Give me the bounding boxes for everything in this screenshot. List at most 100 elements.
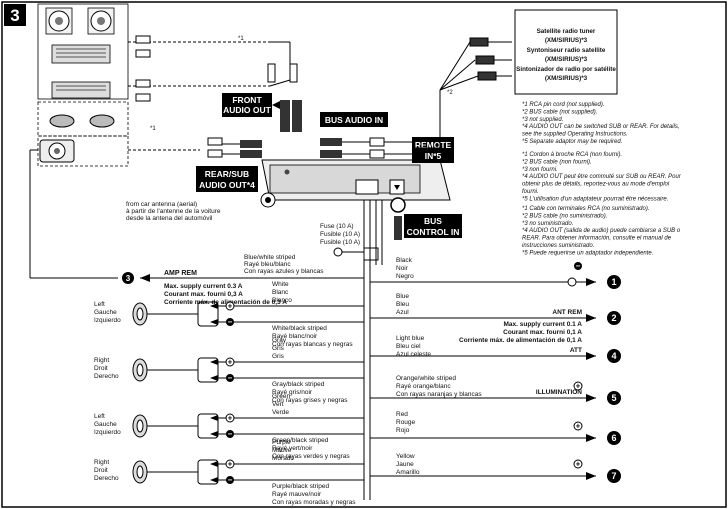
bus-control-in-callout: BUS CONTROL IN: [390, 197, 462, 240]
bus-control-in-label-1: BUS: [424, 216, 442, 226]
speaker-minus-color: Rayé gris/noir: [272, 389, 313, 396]
amp-rem-supply-en: Max. supply current 0.3 A: [164, 283, 243, 290]
sat-line-1: Satellite radio tuner: [537, 28, 596, 35]
step-badge: [4, 4, 26, 26]
arrow-left-icon: [210, 303, 218, 309]
rca-cord-icons: [29, 35, 298, 279]
amp-rem-label: AMP REM: [164, 270, 197, 277]
wire-color: Bleu ciel: [396, 343, 421, 350]
footnote-fr: fourni.: [522, 189, 539, 195]
minus-icon: [226, 476, 234, 484]
speaker-icon: [132, 302, 148, 326]
speaker-position: Left: [94, 413, 105, 420]
speaker-minus-color: Con rayas blancas y negras: [272, 341, 353, 348]
bus-control-in-label-2: CONTROL IN: [407, 227, 460, 237]
sub-box: [37, 135, 129, 167]
wire-color: Orange/white striped: [396, 375, 456, 382]
fuse-fr: Fusible (10 A): [320, 231, 360, 238]
speaker-position: Gauche: [94, 309, 117, 316]
arrow-right-icon: [586, 352, 596, 360]
rear-sub-label-2: AUDIO OUT*4: [199, 180, 255, 190]
wire-harness: [342, 200, 383, 500]
rca-plug-icon: [280, 100, 302, 132]
minus-symbol: −: [576, 262, 581, 271]
antenna-connector-icon: [260, 192, 276, 208]
amplifier-icon: [51, 44, 111, 64]
speaker-plus-color: Purple: [272, 439, 291, 446]
footnote-es: *3 no suministrado.: [522, 221, 573, 227]
speaker-row: RightDroitDerecho+−PurpleMauveMoradoPurp…: [94, 439, 364, 506]
footnote-en: *4 AUDIO OUT can be switched SUB or REAR…: [522, 124, 680, 130]
amplifier-icon: [51, 81, 111, 99]
plus-icon: [225, 413, 235, 423]
speaker-row: RightDroitDerecho+−GrayGrisGrisGray/blac…: [94, 337, 364, 404]
satellite-tuner-box: Satellite radio tuner (XM/SIRIUS)*3 Synt…: [514, 9, 618, 95]
speaker-plus-color: Vert: [272, 401, 284, 408]
footnote-fr: obtenir plus de détails, reportez-vous a…: [522, 182, 670, 188]
front-audio-out-label-2: AUDIO OUT: [223, 105, 272, 115]
plus-icon: [573, 459, 583, 469]
wire-color: Black: [396, 257, 413, 264]
speaker-plus-color: Gray: [272, 337, 287, 344]
speaker-plus-color: Morado: [272, 455, 294, 462]
speaker-pair-icon: [49, 114, 115, 128]
footnote-en: *3 not supplied.: [522, 117, 563, 123]
footnote-fr: *1 Cordon à broche RCA (non fourni).: [522, 152, 622, 158]
wire-number: 5: [611, 393, 616, 403]
arrow-left-icon: [210, 319, 218, 325]
footnote-fr: *5 L'utilisation d'un adaptateur pourrai…: [522, 196, 668, 202]
number-badge: [607, 431, 621, 445]
rear-sub-label-1: REAR/SUB: [205, 169, 249, 179]
footnote-es: REAR. Para obtener información, consulte…: [522, 236, 672, 242]
plus-icon: [573, 381, 583, 391]
wire-color: Rouge: [396, 419, 416, 426]
front-audio-out-callout: FRONT AUDIO OUT: [222, 93, 280, 117]
speaker-minus-color: Green/black striped: [272, 437, 329, 444]
bus-audio-in-callout: BUS AUDIO IN: [320, 112, 388, 127]
minus-symbol: −: [228, 430, 233, 439]
arrow-left-icon: [210, 375, 218, 381]
rca-plug-icon: [240, 140, 262, 158]
speaker-minus-color: White/black striped: [272, 325, 327, 332]
speaker-position: Left: [94, 301, 105, 308]
speaker-position: Gauche: [94, 421, 117, 428]
amp-rem-supply-es: Corriente máx. de alimentación de 0,3 A: [164, 299, 287, 306]
woofer-icon: [45, 7, 115, 35]
plus-symbol: +: [576, 422, 581, 431]
footnote-fr: *3 non fourni.: [522, 167, 558, 173]
speaker-icon: [132, 358, 148, 382]
minus-symbol: −: [228, 374, 233, 383]
arrow-left-icon: [210, 359, 218, 365]
speaker-position: Droit: [94, 467, 108, 474]
sat-line-6: (XM/SIRIUS)*3: [545, 75, 588, 82]
arrow-left-icon: [210, 461, 218, 467]
arrow-left-icon: [210, 431, 218, 437]
arrow-right-icon: [586, 394, 596, 402]
speaker-minus-color: Rayé mauve/noir: [272, 491, 322, 498]
wire-color: Bleu: [396, 301, 409, 308]
amp-rem-wire-es: Con rayas azules y blancas: [244, 268, 324, 275]
number-badge: [122, 272, 134, 284]
speaker-position: Derecho: [94, 373, 119, 380]
minus-symbol: −: [228, 318, 233, 327]
minus-icon: [574, 262, 582, 270]
plus-symbol: +: [576, 460, 581, 469]
subwoofer-icon: [39, 139, 75, 163]
rca-plug-icon: [320, 137, 412, 159]
plus-symbol: +: [228, 414, 233, 423]
cable-mark-2: *2: [447, 90, 453, 96]
speaker-icon: [132, 414, 148, 438]
arrow-left-icon: [210, 415, 218, 421]
plus-icon: [573, 421, 583, 431]
wire-color: Noir: [396, 265, 409, 272]
wire-number: 7: [611, 471, 616, 481]
wire-color: Red: [396, 411, 408, 418]
footnote-fr: *4 AUDIO OUT peut être commuté sur SUB o…: [522, 174, 682, 180]
speaker-position: Izquierdo: [94, 317, 121, 324]
wire-color: Jaune: [396, 461, 414, 468]
amp-rem-group: Blue/white striped Rayé bleu/blanc Con r…: [122, 254, 364, 306]
